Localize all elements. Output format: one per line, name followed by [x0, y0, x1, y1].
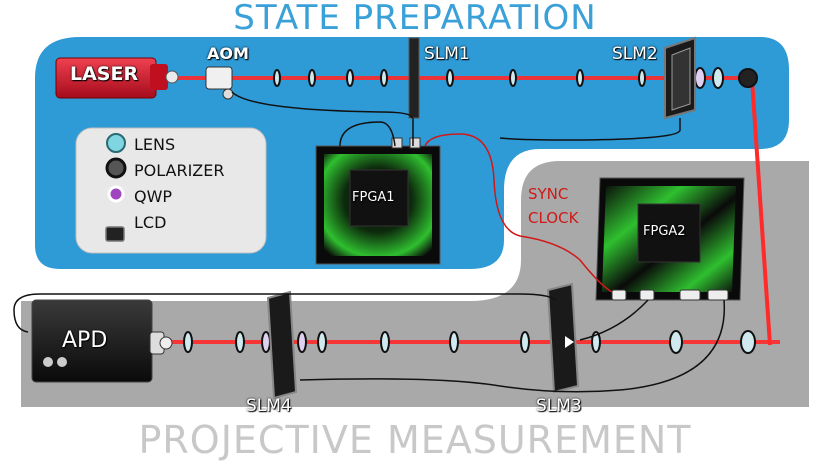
aom-label: AOM [207, 44, 249, 63]
clock-label: CLOCK [528, 209, 579, 227]
laser-unit [55, 57, 179, 99]
fpga2-board [595, 177, 745, 301]
slm4-device [266, 290, 298, 400]
lens-icon [106, 133, 126, 153]
lcd-icon [105, 226, 125, 242]
bottom-optics [183, 330, 756, 354]
qwp-icon [107, 185, 125, 203]
fpga1-board [315, 137, 441, 265]
slm4-label: SLM4 [246, 396, 292, 416]
title-projective-measurement: PROJECTIVE MEASUREMENT [138, 418, 692, 462]
sync-clock-label: SYNC CLOCK [528, 182, 578, 230]
apd-unit [31, 299, 173, 383]
fpga1-label: FPGA1 [352, 190, 395, 205]
slm3-device [546, 282, 580, 394]
top-optics [273, 67, 758, 89]
legend-labels: LENS POLARIZER QWP LCD [134, 132, 225, 236]
legend-label-qwp: QWP [134, 187, 173, 206]
title-state-preparation: STATE PREPARATION [233, 0, 597, 38]
laser-label: LASER [70, 63, 139, 85]
slm3-label: SLM3 [536, 396, 582, 416]
sync-label: SYNC [528, 185, 569, 203]
slm2-label: SLM2 [612, 44, 658, 64]
slm1-label: SLM1 [424, 44, 470, 64]
fpga2-label: FPGA2 [643, 224, 686, 239]
cables [13, 91, 726, 393]
polarizer-icon [105, 157, 127, 179]
legend-label-lens: LENS [134, 135, 176, 154]
legend-label-polarizer: POLARIZER [134, 161, 225, 180]
slm2-device [664, 36, 696, 120]
slm1-device [408, 37, 420, 119]
legend-label-lcd: LCD [134, 213, 167, 232]
apd-label: APD [62, 328, 108, 353]
beam-right [750, 79, 772, 346]
legend-box [75, 127, 267, 254]
aom-device [205, 66, 234, 100]
